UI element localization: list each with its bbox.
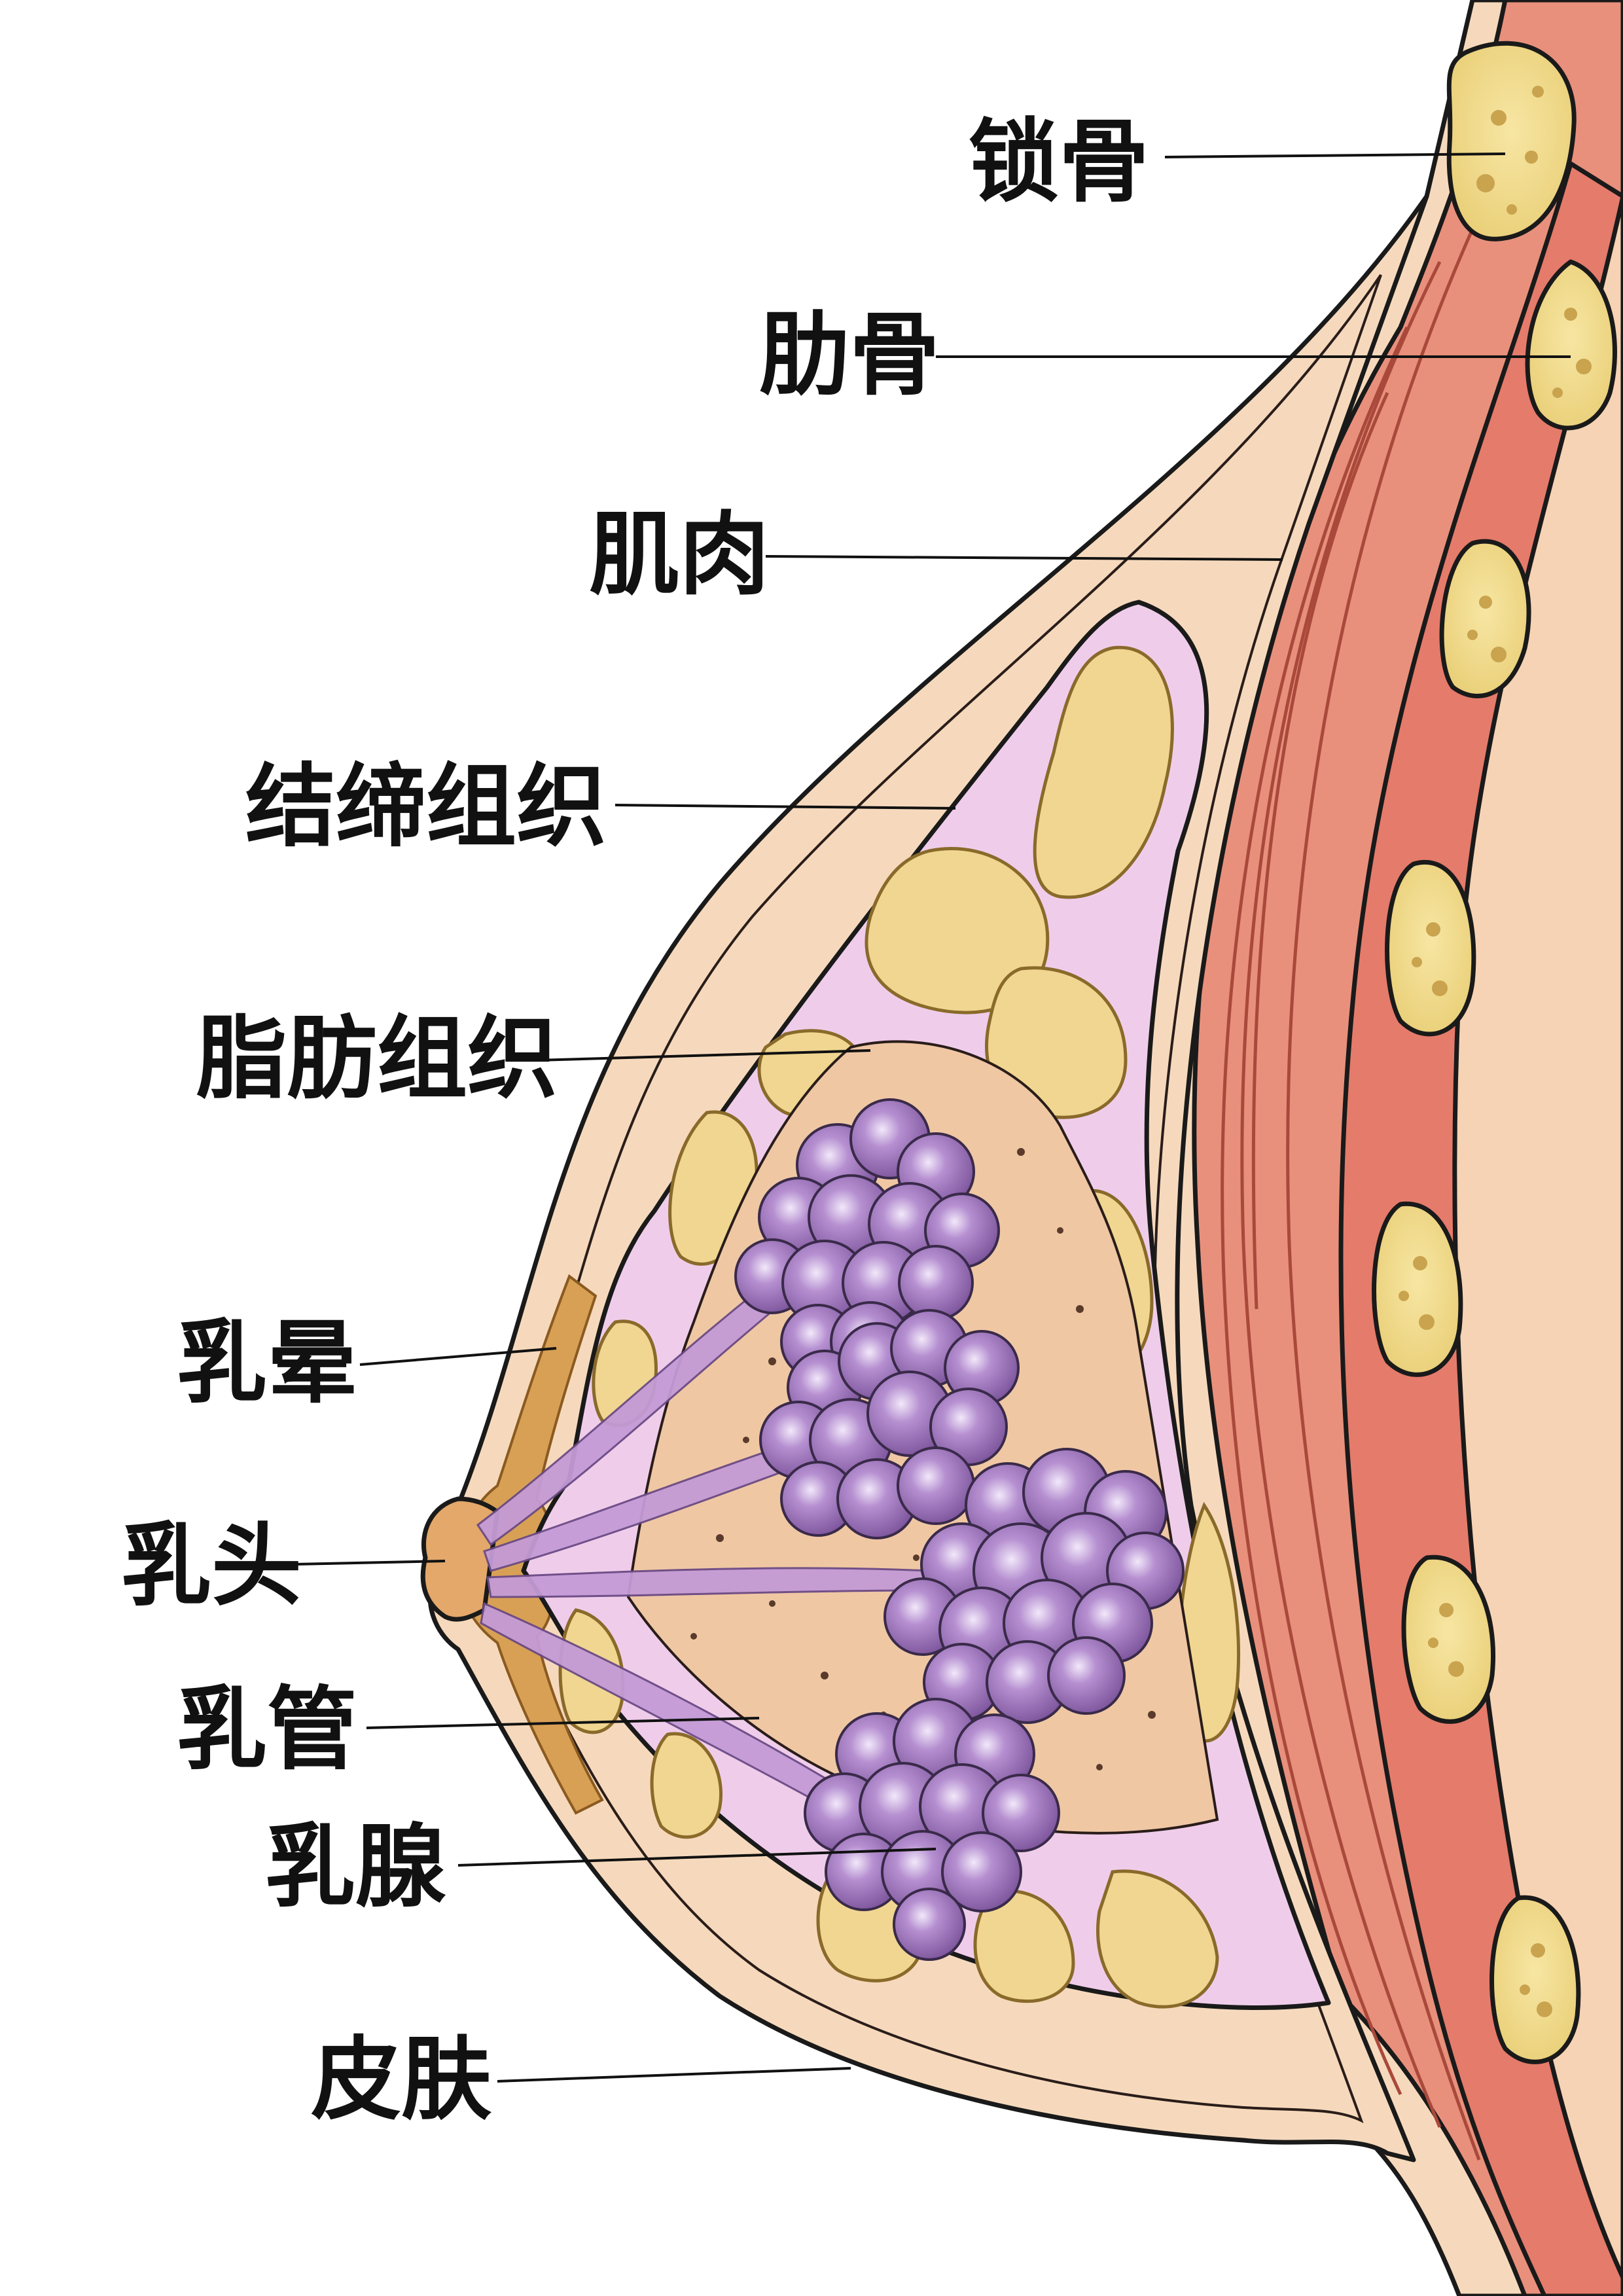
leader-connective [615, 804, 956, 810]
leader-nipple [294, 1560, 446, 1566]
labels: 锁骨 肋骨 肌肉 结缔组织 脂肪组织 乳晕 乳头 乳管 乳腺 皮肤 [121, 109, 1149, 2132]
label-areola: 乳晕 [177, 1310, 357, 1416]
label-rib: 肋骨 [759, 302, 940, 408]
nipple-shape [420, 1496, 500, 1622]
rib-bones [1372, 259, 1617, 2064]
label-adipose-tissue: 脂肪组织 [196, 1006, 558, 1111]
label-mammary-gland: 乳腺 [265, 1814, 446, 1920]
leader-adipose [536, 1049, 871, 1062]
leader-skin [497, 2067, 851, 2083]
leader-mammary-gland [457, 1848, 936, 1867]
label-connective-tissue: 结缔组织 [245, 754, 607, 859]
mammary-lobules [734, 1098, 1185, 1961]
leader-clavicle [1164, 152, 1506, 158]
label-nipple: 乳头 [121, 1513, 302, 1619]
label-clavicle: 锁骨 [969, 109, 1149, 215]
muscle-fibres [1221, 228, 1481, 2161]
clavicle-bone [1446, 41, 1577, 242]
leader-milk-duct [366, 1717, 760, 1729]
leader-areola [359, 1347, 557, 1366]
label-skin: 皮肤 [311, 2027, 491, 2132]
leader-muscle [765, 555, 1283, 561]
leader-lines [294, 152, 1571, 2083]
label-milk-duct: 乳管 [177, 1677, 357, 1782]
label-muscle: 肌肉 [589, 502, 770, 607]
